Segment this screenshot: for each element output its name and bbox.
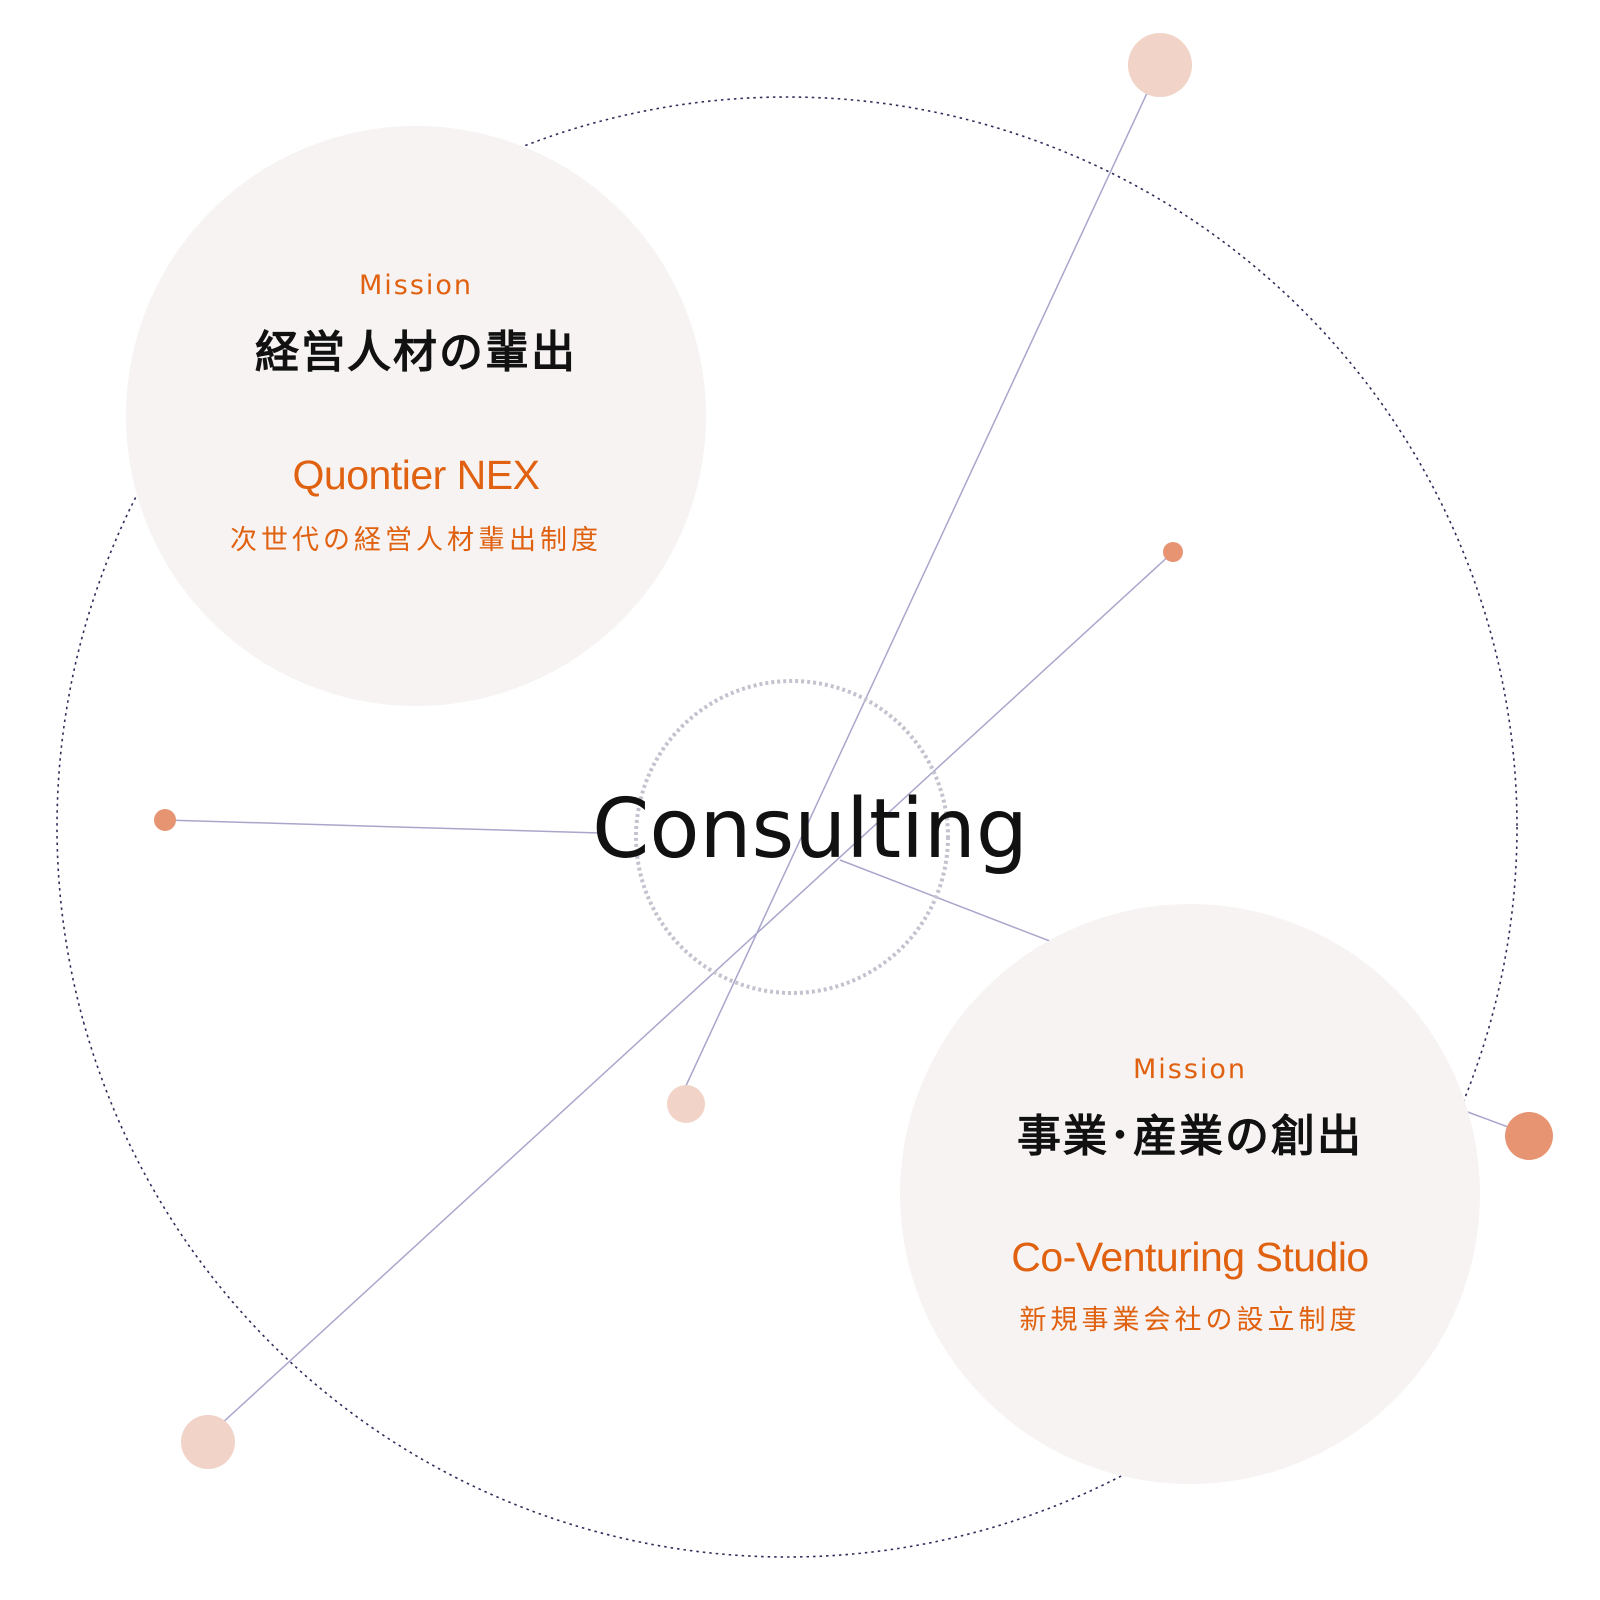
mission-card-leadership: Mission 経営人材の輩出 Quontier NEX 次世代の経営人材輩出制… (126, 126, 706, 706)
mission-kicker: Mission (358, 270, 474, 301)
node-bottom-center (667, 1085, 705, 1123)
mission-card-venturing: Mission 事業･産業の創出 Co-Venturing Studio 新規事… (900, 904, 1480, 1484)
mission-title: 経営人材の輩出 (255, 327, 577, 378)
connector-line-top-right (683, 90, 1149, 1091)
center-ring (634, 679, 950, 995)
connector-line-right-lower (839, 859, 1061, 946)
node-far-right (1505, 1112, 1553, 1160)
center-label: Consulting (592, 782, 1028, 877)
mission-title: 事業･産業の創出 (1017, 1111, 1363, 1162)
node-right-upper (1163, 542, 1183, 562)
program-description: 新規事業会社の設立制度 (1019, 1305, 1361, 1336)
program-name: Quontier NEX (292, 452, 540, 498)
node-left (154, 809, 176, 831)
outer-orbit (56, 96, 1518, 1558)
connector-line-right-upper (207, 552, 1173, 1437)
connector-line-left (164, 819, 601, 834)
mission-kicker: Mission (1132, 1054, 1248, 1085)
program-description: 次世代の経営人材輩出制度 (230, 525, 602, 556)
node-bottom-left (181, 1415, 235, 1469)
node-top-right (1128, 33, 1192, 97)
connector-lines (164, 90, 1528, 1437)
program-name: Co-Venturing Studio (1011, 1234, 1369, 1280)
